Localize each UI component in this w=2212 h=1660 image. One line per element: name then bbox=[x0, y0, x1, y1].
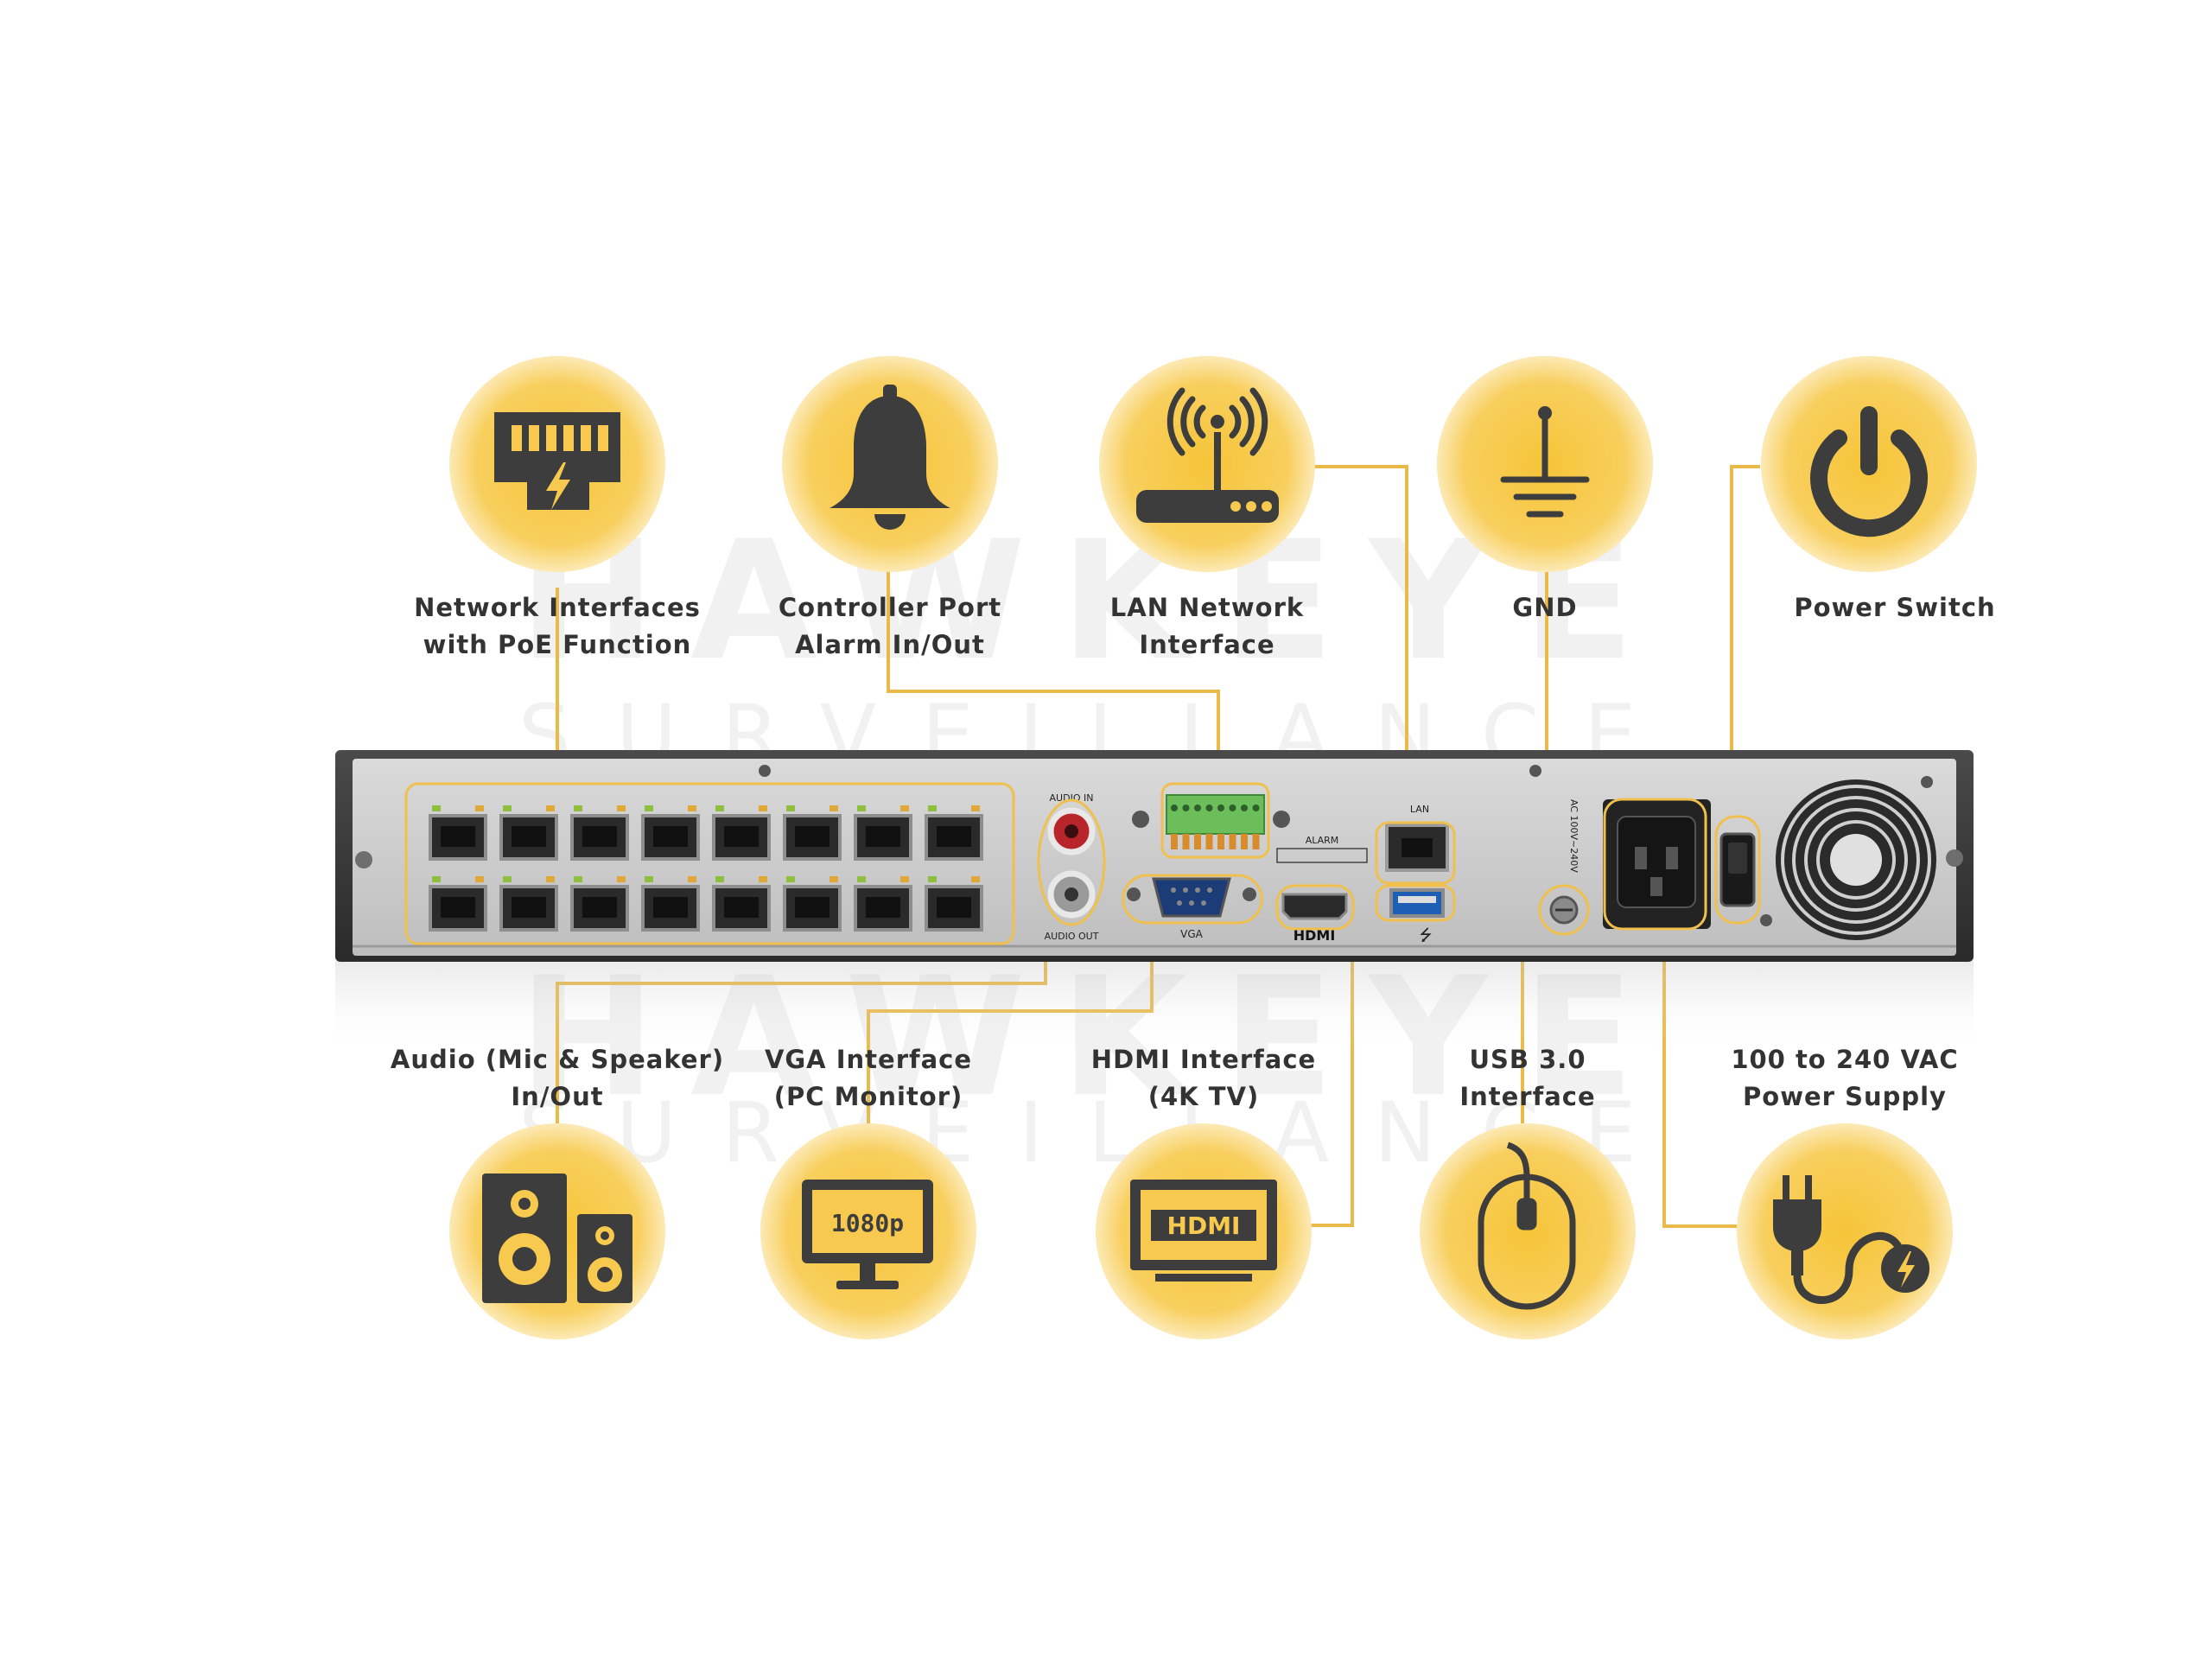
poe-port bbox=[429, 876, 487, 932]
device-reflection bbox=[335, 955, 1974, 1059]
poe-port bbox=[499, 876, 558, 932]
circle-psu bbox=[1737, 1123, 1953, 1339]
usb-symbol: ⭍ bbox=[1420, 926, 1433, 944]
poe-port bbox=[854, 876, 912, 932]
bell-icon bbox=[830, 385, 950, 530]
label-power-switch: Power Switch bbox=[1713, 589, 2076, 626]
poe-port bbox=[499, 805, 558, 861]
label-psu-line1: 100 to 240 VAC bbox=[1731, 1045, 1959, 1074]
label-audio: Audio (Mic & Speaker) In/Out bbox=[376, 1041, 739, 1116]
alarm-terminal-pin bbox=[1205, 834, 1213, 849]
vga-label: VGA bbox=[1180, 928, 1204, 940]
poe-port bbox=[570, 876, 629, 932]
label-alarm-line1: Controller Port bbox=[778, 593, 1002, 622]
alarm-terminal-screw bbox=[1194, 805, 1201, 811]
alarm-terminal-pin bbox=[1252, 834, 1260, 849]
label-alarm-line2: Alarm In/Out bbox=[795, 630, 985, 659]
hdmi-port bbox=[1281, 893, 1348, 920]
label-usb: USB 3.0 Interface bbox=[1346, 1041, 1709, 1116]
poe-port bbox=[429, 805, 487, 861]
label-hdmi: HDMI Interface (4K TV) bbox=[1022, 1041, 1385, 1116]
alarm-terminal-screw bbox=[1241, 805, 1248, 811]
power-inlet bbox=[1617, 816, 1696, 908]
label-power-switch-line1: Power Switch bbox=[1794, 593, 1996, 622]
tv-screen-text: HDMI bbox=[1167, 1212, 1241, 1240]
label-gnd-line1: GND bbox=[1512, 593, 1578, 622]
poe-port bbox=[783, 876, 842, 932]
alarm-terminal-body bbox=[1166, 794, 1265, 835]
label-vga-line2: (PC Monitor) bbox=[773, 1082, 963, 1111]
label-network-poe-line2: with PoE Function bbox=[423, 630, 692, 659]
hdmi-tv-icon: HDMI bbox=[1130, 1180, 1277, 1282]
label-hdmi-line2: (4K TV) bbox=[1147, 1082, 1260, 1111]
lan-label: LAN bbox=[1410, 804, 1429, 815]
alarm-terminal-pin bbox=[1241, 834, 1248, 849]
router-icon bbox=[1136, 387, 1279, 523]
label-usb-line2: Interface bbox=[1459, 1082, 1596, 1111]
hdmi-label: HDMI bbox=[1294, 927, 1336, 944]
label-alarm: Controller Port Alarm In/Out bbox=[709, 589, 1071, 664]
poe-port bbox=[641, 876, 700, 932]
label-psu-line2: Power Supply bbox=[1743, 1082, 1947, 1111]
alarm-label: ALARM bbox=[1306, 835, 1339, 846]
alarm-terminal-pin bbox=[1194, 834, 1201, 849]
circle-usb bbox=[1420, 1123, 1636, 1339]
label-audio-line2: In/Out bbox=[511, 1082, 604, 1111]
ground-icon bbox=[1500, 406, 1590, 518]
circle-lan bbox=[1099, 356, 1315, 572]
audio-in-label: AUDIO IN bbox=[1050, 792, 1094, 804]
label-network-poe-line1: Network Interfaces bbox=[414, 593, 701, 622]
label-network-poe: Network Interfaces with PoE Function bbox=[376, 589, 739, 664]
poe-port-bank bbox=[429, 805, 983, 932]
monitor-icon: 1080p bbox=[802, 1180, 933, 1289]
alarm-terminal-screw bbox=[1229, 805, 1236, 811]
alarm-terminal-screw bbox=[1171, 805, 1178, 811]
alarm-terminal-block bbox=[1166, 794, 1265, 849]
alarm-terminal-pin bbox=[1171, 834, 1178, 849]
label-hdmi-line1: HDMI Interface bbox=[1090, 1045, 1317, 1074]
alarm-terminal-pin bbox=[1229, 834, 1236, 849]
ac-voltage-label: AC 100V~240V bbox=[1568, 799, 1580, 873]
connector-power-switch bbox=[1730, 465, 1760, 815]
alarm-terminal-screw bbox=[1217, 805, 1224, 811]
poe-port bbox=[641, 805, 700, 861]
alarm-terminal-screw bbox=[1205, 805, 1213, 811]
poe-port bbox=[854, 805, 912, 861]
alarm-terminal-screw bbox=[1252, 805, 1260, 811]
rj45-poe-icon bbox=[494, 412, 620, 510]
monitor-screen-text: 1080p bbox=[831, 1209, 904, 1237]
alarm-terminal-pin bbox=[1182, 834, 1190, 849]
audio-out-label: AUDIO OUT bbox=[1045, 931, 1099, 942]
label-audio-line1: Audio (Mic & Speaker) bbox=[390, 1045, 725, 1074]
power-icon bbox=[1810, 406, 1928, 537]
poe-port bbox=[925, 876, 983, 932]
connector-lan bbox=[1315, 465, 1408, 823]
label-gnd: GND bbox=[1363, 589, 1726, 626]
label-usb-line1: USB 3.0 bbox=[1469, 1045, 1586, 1074]
nvr-device: AUDIO IN AUDIO OUT ALARM VGA HDMI LAN ⭍ bbox=[335, 750, 1974, 962]
alarm-terminal-pin bbox=[1217, 834, 1224, 849]
label-psu: 100 to 240 VAC Power Supply bbox=[1663, 1041, 2026, 1116]
label-lan: LAN Network Interface bbox=[1026, 589, 1389, 664]
power-plug-icon bbox=[1773, 1175, 1929, 1304]
label-lan-line2: Interface bbox=[1139, 630, 1275, 659]
label-vga-line1: VGA Interface bbox=[764, 1045, 973, 1074]
panel-screw-left bbox=[355, 851, 372, 868]
speakers-icon bbox=[482, 1173, 632, 1303]
highlight-outlines bbox=[404, 782, 1761, 945]
poe-port bbox=[712, 805, 771, 861]
cooling-fan bbox=[1776, 779, 1936, 940]
alarm-terminal-screw bbox=[1182, 805, 1190, 811]
label-lan-line1: LAN Network bbox=[1109, 593, 1305, 622]
poe-port bbox=[712, 876, 771, 932]
poe-port bbox=[783, 805, 842, 861]
connector-alarm bbox=[887, 570, 1220, 786]
mouse-icon bbox=[1478, 1142, 1576, 1310]
poe-port bbox=[570, 805, 629, 861]
poe-port bbox=[925, 805, 983, 861]
label-vga: VGA Interface (PC Monitor) bbox=[687, 1041, 1050, 1116]
vga-port bbox=[1127, 877, 1256, 918]
panel-screw-right bbox=[1946, 849, 1963, 867]
